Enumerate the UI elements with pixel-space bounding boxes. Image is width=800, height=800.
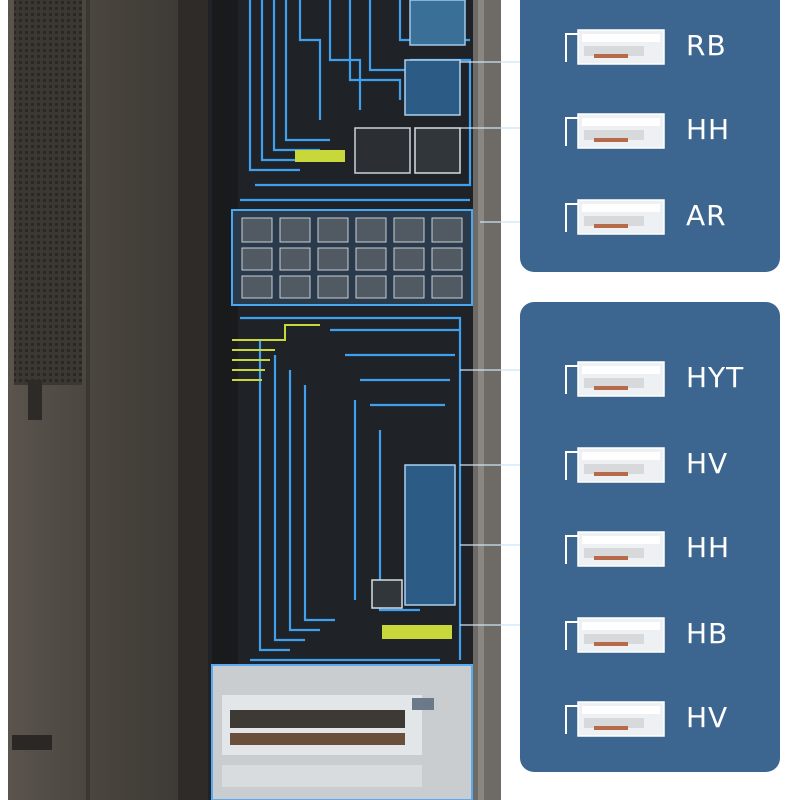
- drive-bay-icon: [560, 696, 670, 742]
- callout-item: HYT: [520, 348, 780, 408]
- upper-card: [404, 59, 461, 116]
- callout-item: RB: [520, 16, 780, 76]
- callout-item: HB: [520, 604, 780, 664]
- callout-label: AR: [686, 199, 727, 232]
- drive-bay-icon: [560, 108, 670, 154]
- top-module: [409, 0, 466, 46]
- drive-bay-icon: [560, 194, 670, 240]
- callout-label: RB: [686, 29, 727, 62]
- drive-bay-icon: [560, 356, 670, 402]
- callout-label: HH: [686, 113, 731, 146]
- callout-label: HV: [686, 447, 729, 480]
- callout-item: HV: [520, 688, 780, 748]
- drive-bay-icon: [560, 526, 670, 572]
- callout-panel-top: RB HH AR: [520, 0, 780, 272]
- callout-item: HH: [520, 518, 780, 578]
- yellow-wiring: [232, 324, 320, 381]
- drive-bay-icon: [560, 442, 670, 488]
- callout-label: HV: [686, 701, 729, 734]
- case-vent-grille: [14, 0, 82, 385]
- callout-label: HB: [686, 617, 729, 650]
- callout-item: AR: [520, 186, 780, 246]
- upper-circuit: [354, 127, 411, 174]
- yellow-connector-bottom: [382, 625, 452, 639]
- main-board: [231, 209, 473, 306]
- drive-bay-icon: [560, 612, 670, 658]
- callout-item: HH: [520, 100, 780, 160]
- callout-item: HV: [520, 434, 780, 494]
- lower-wiring: [240, 316, 462, 662]
- bottom-drive-bay: [211, 664, 473, 800]
- callout-panel-bottom: HYT HV HH HB HV: [520, 302, 780, 772]
- callout-label: HH: [686, 531, 731, 564]
- callout-label: HYT: [686, 361, 745, 394]
- yellow-connector-top: [295, 150, 345, 162]
- lower-card: [404, 464, 456, 606]
- drive-bay-icon: [560, 24, 670, 70]
